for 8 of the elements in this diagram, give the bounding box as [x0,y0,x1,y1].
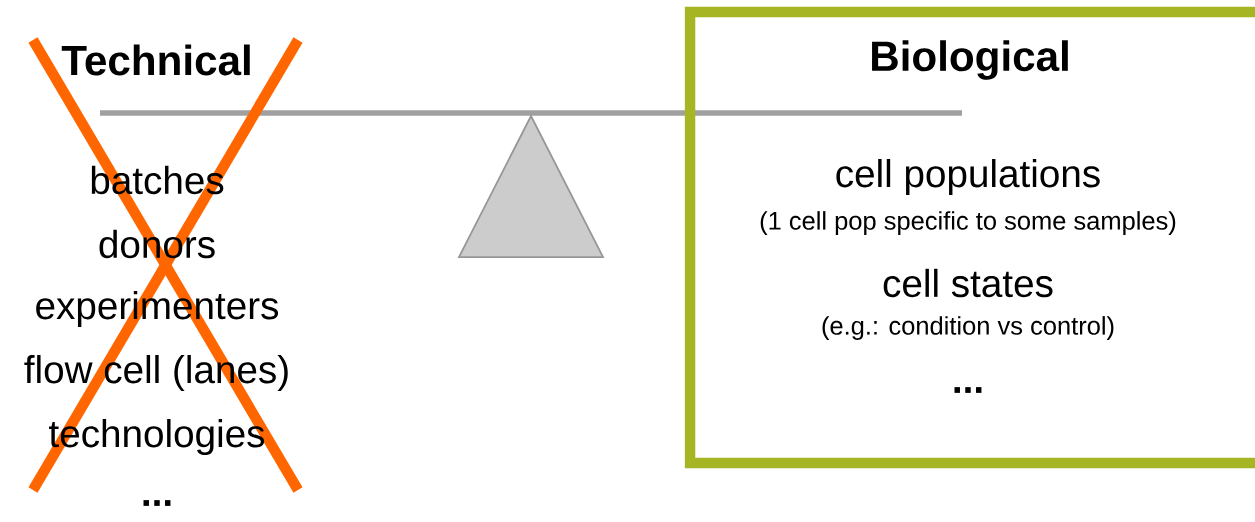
panel-text: (e.g.: condition vs control) [822,316,1114,340]
panel-text: (1 cell pop specific to some samples) [760,211,1176,235]
column-heading: Technical [61,44,250,76]
panel-heading: Biological [872,40,1068,80]
panel-text: cell states [883,268,1053,298]
panel-text: ... [954,387,982,393]
list-item: ... [143,500,171,506]
panel-text: cell populations [836,158,1100,195]
